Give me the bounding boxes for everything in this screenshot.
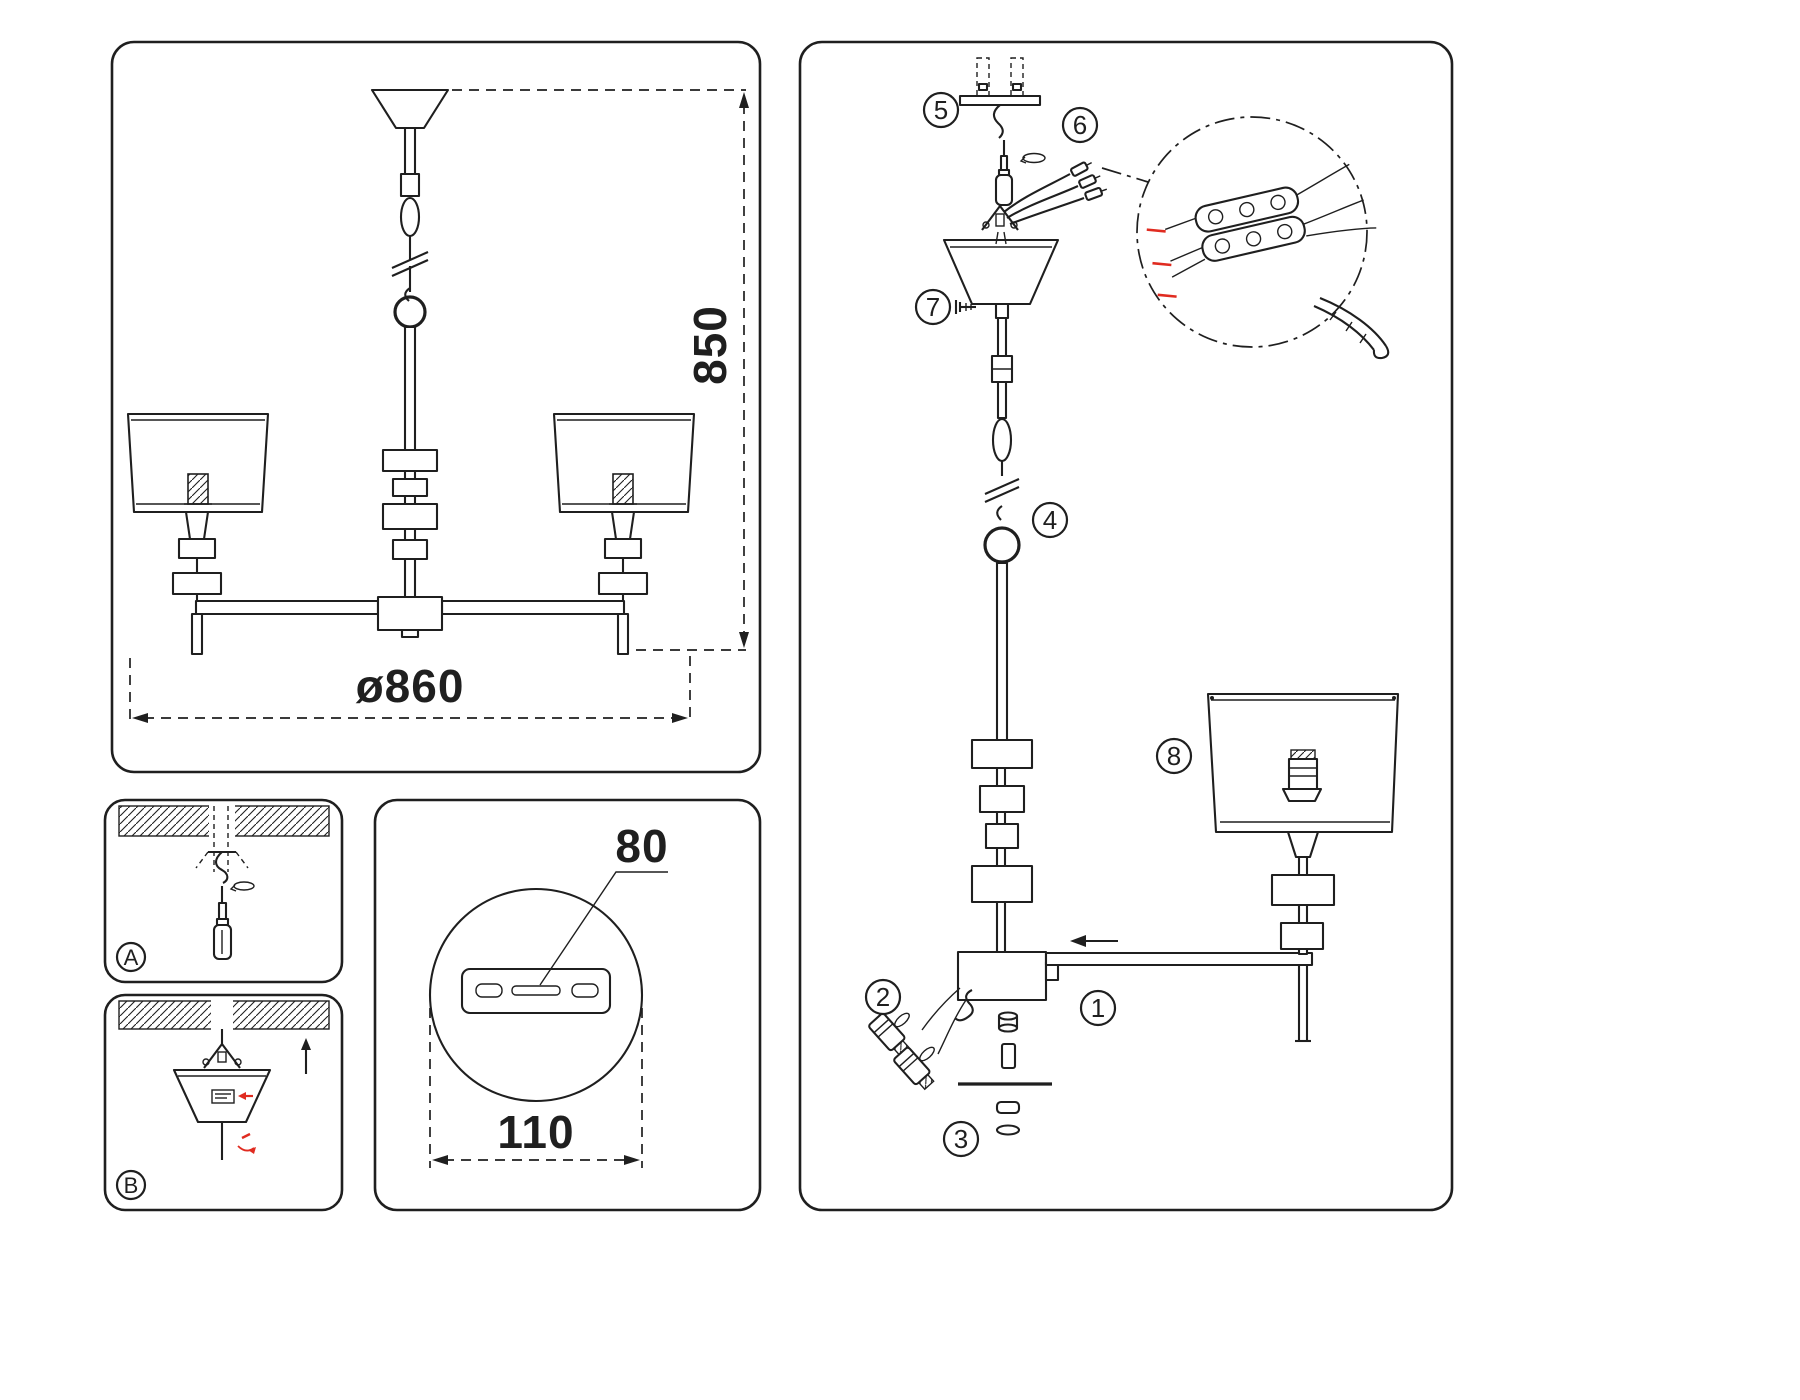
locking-screw-indicator bbox=[237, 1092, 256, 1154]
chandelier-arm bbox=[190, 595, 630, 656]
svg-text:8: 8 bbox=[1167, 741, 1181, 771]
left-socket bbox=[187, 473, 209, 505]
right-lamp bbox=[552, 412, 696, 601]
cable-tie bbox=[1313, 297, 1390, 360]
detail-circle bbox=[428, 887, 644, 1103]
height-dim-label: 850 bbox=[684, 305, 736, 385]
stripped-wire-marks bbox=[1146, 228, 1177, 298]
svg-text:3: 3 bbox=[954, 1124, 968, 1154]
dimension-plate-width: 110 bbox=[429, 1008, 643, 1168]
svg-text:7: 7 bbox=[926, 292, 940, 322]
hole-spacing-label: 80 bbox=[615, 820, 668, 872]
diameter-dim-label: ø860 bbox=[356, 660, 465, 712]
right-shade bbox=[552, 412, 696, 514]
callout-8: 8 bbox=[1155, 737, 1193, 775]
canopy bbox=[172, 1068, 272, 1124]
panel-dimensioned-view: 850 ø860 bbox=[110, 40, 762, 774]
chandelier-column bbox=[381, 325, 439, 600]
step-b-label: B bbox=[124, 1173, 139, 1198]
canopy-screw bbox=[954, 300, 976, 314]
callout-6: 6 bbox=[1061, 106, 1099, 144]
left-lamp bbox=[126, 412, 270, 601]
right-socket bbox=[612, 473, 634, 505]
callout-7: 7 bbox=[914, 288, 952, 326]
svg-text:1: 1 bbox=[1091, 993, 1105, 1023]
panel-bracket-detail: 80 110 bbox=[373, 798, 762, 1212]
panel-exploded-view: 5 6 bbox=[798, 40, 1454, 1212]
push-up-arrow bbox=[301, 1038, 311, 1074]
mounting-plate bbox=[460, 967, 612, 1015]
dimension-diameter: ø860 bbox=[129, 656, 691, 724]
plate-width-label: 110 bbox=[497, 1106, 574, 1158]
step-a-badge: A bbox=[115, 941, 147, 973]
svg-text:2: 2 bbox=[876, 982, 890, 1012]
hanging-ring bbox=[393, 295, 427, 329]
small-fittings bbox=[958, 1011, 1052, 1136]
hanging-ring bbox=[983, 526, 1021, 564]
svg-text:4: 4 bbox=[1043, 505, 1057, 535]
central-rod bbox=[970, 561, 1034, 954]
wiring-detail bbox=[1136, 116, 1390, 360]
step-a-label: A bbox=[124, 945, 139, 970]
chandelier-canopy bbox=[370, 88, 450, 198]
callout-2: 2 bbox=[864, 978, 902, 1016]
mounting-bracket bbox=[202, 1042, 242, 1069]
lamp-sockets bbox=[868, 987, 974, 1091]
supply-wires bbox=[1003, 161, 1149, 225]
step-b-badge: B bbox=[115, 1169, 147, 1201]
toggle-hook bbox=[195, 850, 249, 884]
ceiling-fixing-set bbox=[958, 57, 1046, 207]
dimension-height: 850 bbox=[452, 89, 749, 651]
suspension-set bbox=[983, 302, 1021, 564]
callout-1: 1 bbox=[1079, 989, 1117, 1027]
dimension-hole-spacing: 80 bbox=[539, 820, 668, 986]
arm-junction bbox=[956, 935, 1314, 1002]
callout-4: 4 bbox=[1031, 501, 1069, 539]
svg-text:6: 6 bbox=[1073, 110, 1087, 140]
callout-3: 3 bbox=[942, 1120, 980, 1158]
callout-5: 5 bbox=[922, 91, 960, 129]
chandelier-chain bbox=[391, 196, 429, 329]
panel-step-b: B bbox=[103, 993, 344, 1212]
canopy-assembly bbox=[942, 204, 1060, 314]
screwdriver bbox=[212, 881, 255, 961]
left-shade bbox=[126, 412, 270, 514]
svg-text:5: 5 bbox=[934, 95, 948, 125]
panel-step-a: A bbox=[103, 798, 344, 984]
shade-assembly bbox=[1206, 692, 1400, 1043]
